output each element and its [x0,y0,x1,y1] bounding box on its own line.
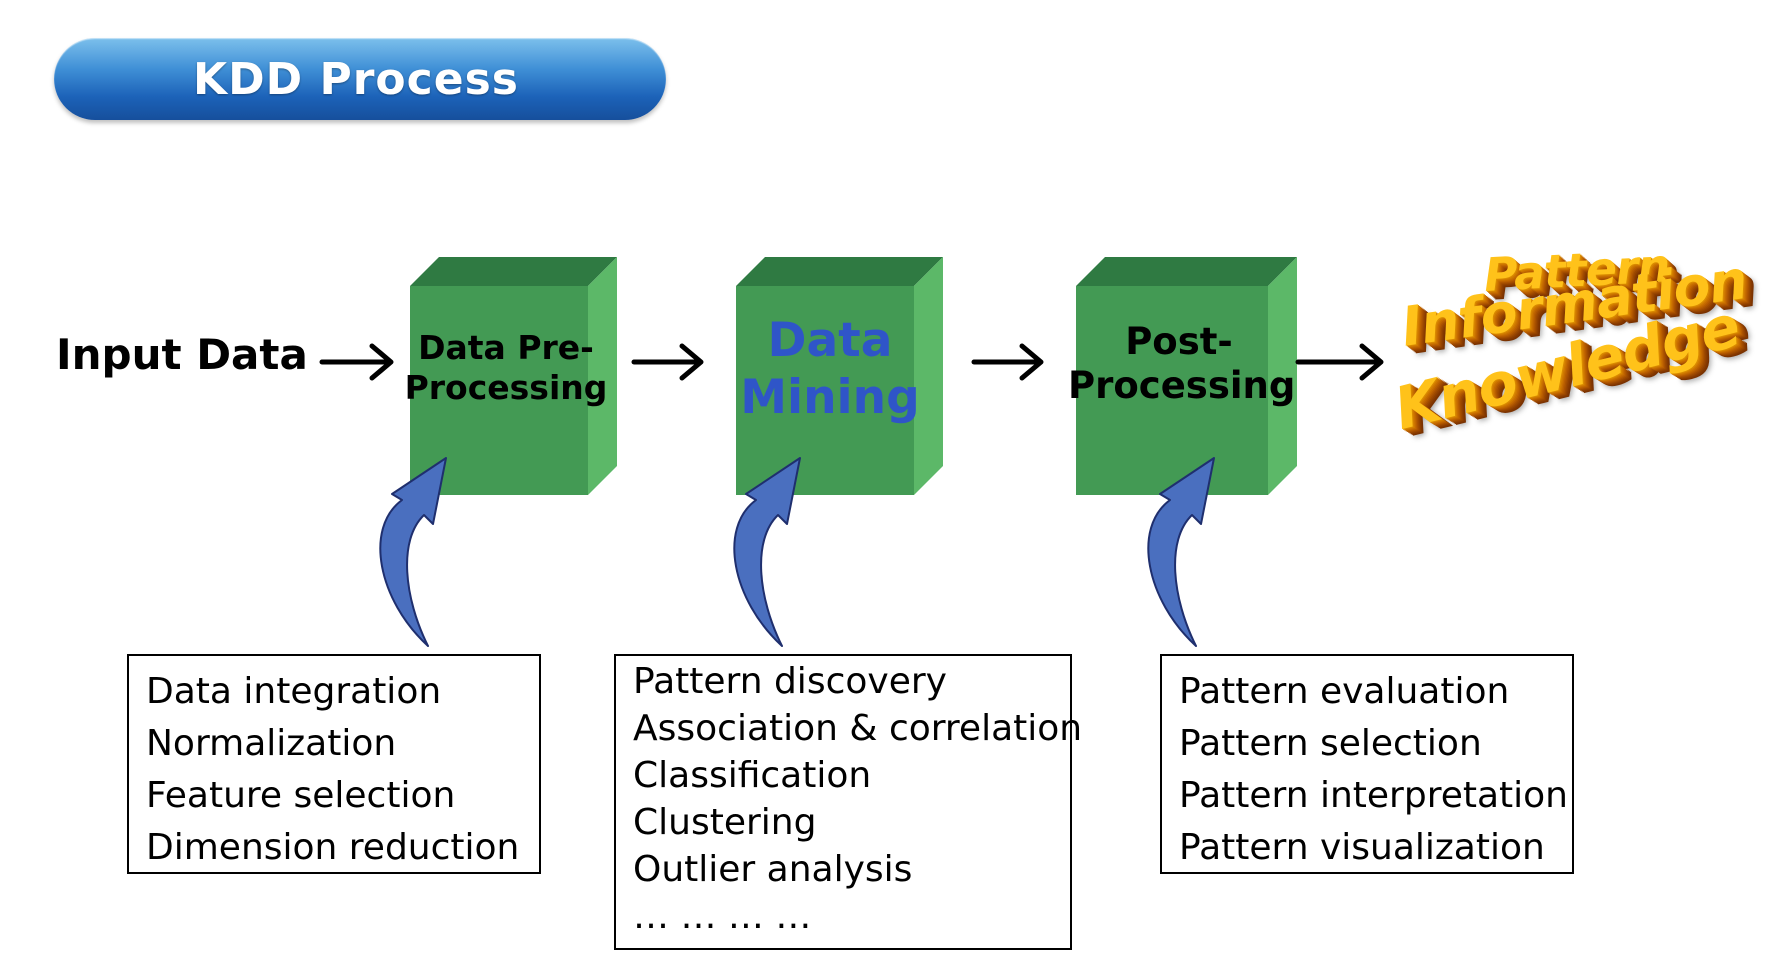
curved-arrow-1 [379,457,447,647]
curved-arrow-2 [733,457,801,647]
title-banner: KDD Process [54,38,666,120]
list-item: Pattern selection [1179,723,1482,764]
stage-label-line: Processing [1068,364,1296,408]
list-item: Pattern discovery [633,661,947,702]
flow-arrow-2 [631,343,704,381]
stage-label-postprocessing: Post- Processing [1068,320,1296,409]
list-item: Data integration [146,671,442,712]
input-data-label: Input Data [56,330,308,379]
list-item: Feature selection [146,775,456,816]
list-item: … … … … [633,896,812,937]
stage-cube-data-mining [736,257,943,495]
stage-label-line: Processing [404,367,608,407]
list-item: Classification [633,755,872,796]
data-mining-tasks-box: Pattern discovery Association & correlat… [614,654,1083,950]
curved-arrow-3 [1147,457,1215,647]
list-item: Dimension reduction [146,827,520,868]
stage-cube-postprocessing [1076,257,1297,495]
stage-label-line: Data Pre- [418,328,594,367]
postprocessing-tasks-box: Pattern evaluation Pattern selection Pat… [1160,654,1574,874]
stage-label-line: Data [767,313,893,368]
list-item: Association & correlation [633,708,1083,749]
list-item: Pattern evaluation [1179,671,1510,712]
flow-arrow-4 [1295,343,1384,381]
list-item: Clustering [633,802,817,843]
stage-label-line: Mining [740,370,920,426]
list-item: Normalization [146,723,397,764]
stage-label-preprocessing: Data Pre- Processing [400,328,612,407]
flow-arrow-1 [319,343,394,381]
stage-cube-preprocessing [410,257,617,495]
list-item: Outlier analysis [633,849,913,890]
list-item: Pattern visualization [1179,827,1545,868]
list-item: Pattern interpretation [1179,775,1568,816]
stage-label-line: Post- [1125,320,1233,363]
preprocessing-tasks-box: Data integration Normalization Feature s… [127,654,541,874]
flow-arrow-3 [971,343,1044,381]
stage-label-data-mining: Data Mining [732,312,928,427]
page-title: KDD Process [193,53,519,105]
